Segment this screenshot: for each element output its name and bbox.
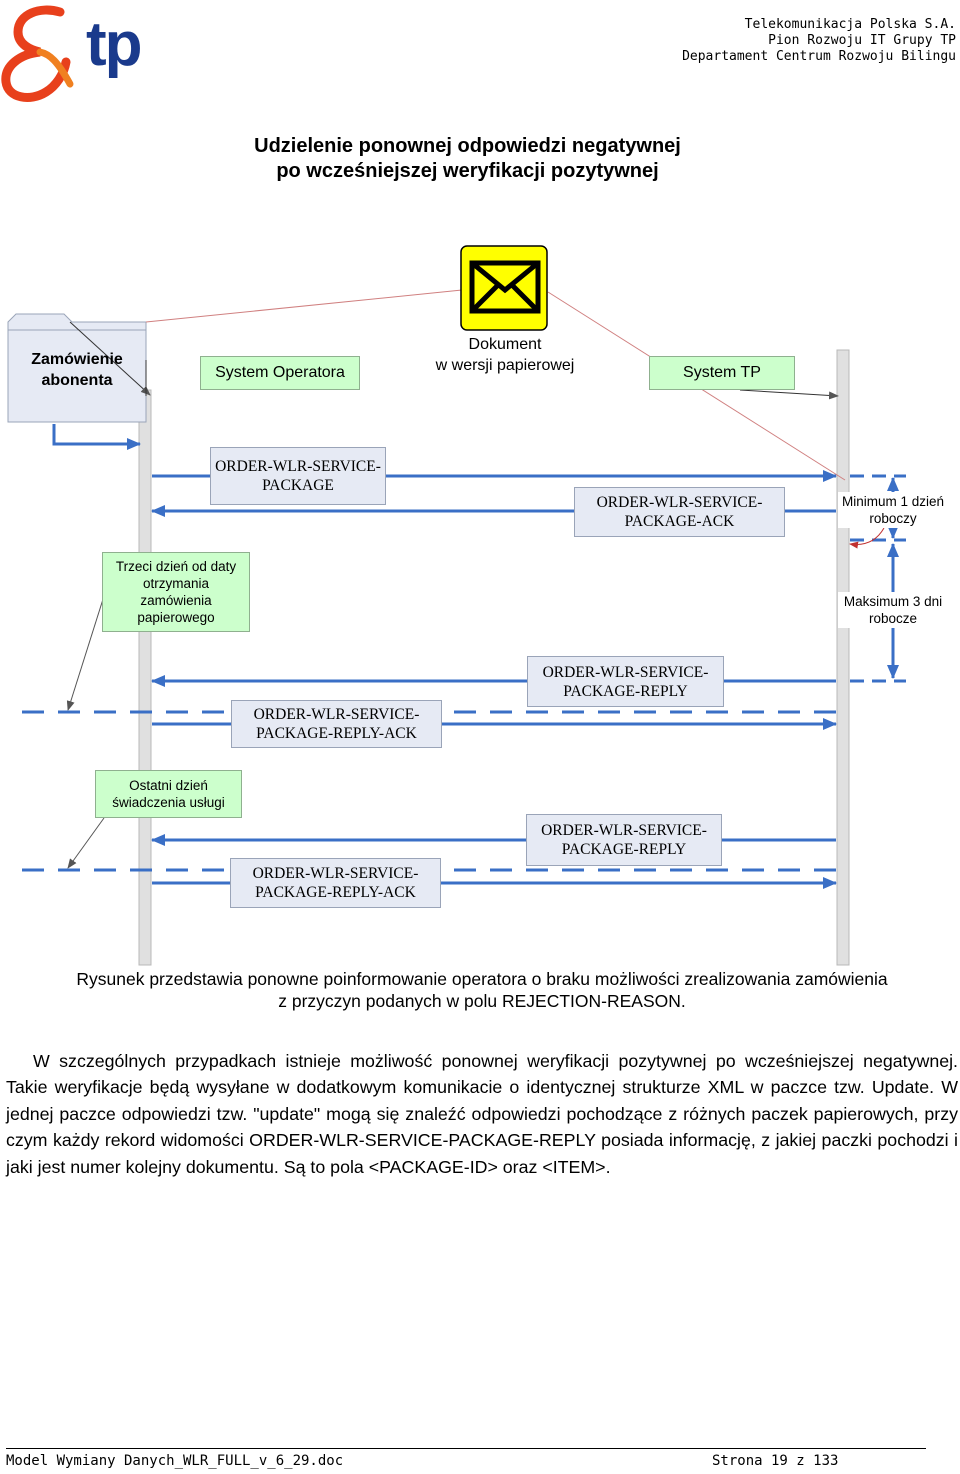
document-line2: w wersji papierowej	[435, 357, 575, 374]
note-minimum: Minimum 1 dzień roboczy	[838, 492, 948, 528]
msg-reply-1-line2: PACKAGE-REPLY	[563, 682, 688, 700]
figure-caption-line1: Rysunek przedstawia ponowne poinformowan…	[76, 969, 888, 989]
msg-package-line1: ORDER-WLR-SERVICE-	[215, 458, 381, 475]
msg-reply-ack-1-line1: ORDER-WLR-SERVICE-	[253, 706, 420, 723]
note-last-day: Ostatni dzień świadczenia usługi	[95, 770, 242, 818]
logo-text: tp	[86, 10, 143, 79]
msg-package-line2: PACKAGE	[262, 477, 334, 494]
note-third-day-line1: Trzeci dzień od daty	[115, 559, 237, 574]
msg-reply-2-line1: ORDER-WLR-SERVICE-	[541, 822, 707, 839]
system-operatora-box: System Operatora	[200, 356, 360, 390]
msg-package: ORDER-WLR-SERVICE- PACKAGE	[210, 447, 386, 505]
msg-reply-ack-1: ORDER-WLR-SERVICE- PACKAGE-REPLY-ACK	[231, 700, 442, 748]
body-paragraph-text: W szczególnych przypadkach istnieje możl…	[6, 1051, 958, 1177]
msg-package-ack-line1: ORDER-WLR-SERVICE-	[596, 494, 763, 511]
note-third-day: Trzeci dzień od daty otrzymania zamówien…	[102, 552, 250, 632]
msg-reply-ack-2-line2: PACKAGE-REPLY-ACK	[255, 884, 416, 901]
page-title-line1: Udzielenie ponownej odpowiedzi negatywne…	[254, 135, 681, 157]
system-operatora-label: System Operatora	[215, 364, 345, 381]
note-last-day-line2: świadczenia usługi	[112, 795, 225, 810]
header-department: Departament Centrum Rozwoju Bilingu	[682, 49, 956, 64]
note-third-day-line2: otrzymania	[142, 576, 210, 591]
header-company: Telekomunikacja Polska S.A.	[744, 17, 956, 32]
footer-filename: Model Wymiany Danych_WLR_FULL_v_6_29.doc	[6, 1453, 344, 1469]
order-box-line1: Zamówienie	[31, 351, 123, 368]
note-maximum-line2: robocze	[868, 611, 918, 626]
tp-logo: tp	[0, 4, 160, 104]
msg-reply-ack-1-line2: PACKAGE-REPLY-ACK	[256, 725, 417, 742]
order-box: Zamówienie abonenta	[8, 340, 146, 400]
lifeline-operator	[138, 389, 152, 966]
note-maximum: Maksimum 3 dni robocze	[838, 592, 948, 628]
msg-reply-1-line1: ORDER-WLR-SERVICE-	[542, 663, 709, 681]
note-last-day-line1: Ostatni dzień	[129, 778, 208, 793]
footer-rule	[6, 1448, 926, 1449]
document-line1: Dokument	[468, 336, 542, 353]
msg-reply-1: ORDER-WLR-SERVICE- PACKAGE-REPLY	[527, 656, 724, 707]
system-tp-box: System TP	[649, 356, 795, 390]
note-third-day-line4: papierowego	[137, 610, 215, 625]
page-title-line2: po wcześniejszej weryfikacji pozytywnej	[276, 160, 659, 182]
note-minimum-line1: Minimum 1 dzień	[841, 494, 945, 509]
header-division: Pion Rozwoju IT Grupy TP	[768, 33, 956, 48]
lifeline-tp	[836, 349, 850, 966]
msg-reply-2: ORDER-WLR-SERVICE- PACKAGE-REPLY	[526, 814, 722, 866]
order-folder-shape	[7, 313, 147, 423]
sequence-diagram	[7, 245, 906, 966]
document-label: Dokument w wersji papierowej	[420, 334, 590, 376]
note-maximum-line1: Maksimum 3 dni	[843, 594, 943, 609]
figure-caption-line2: z przyczyn podanych w polu REJECTION-REA…	[278, 991, 686, 1011]
system-tp-label: System TP	[683, 364, 761, 381]
note-third-day-line3: zamówienia	[140, 593, 212, 608]
body-paragraph: W szczególnych przypadkach istnieje możl…	[6, 1048, 958, 1180]
msg-package-ack: ORDER-WLR-SERVICE- PACKAGE-ACK	[574, 487, 785, 537]
msg-reply-ack-2-line1: ORDER-WLR-SERVICE-	[252, 865, 419, 882]
order-box-line2: abonenta	[41, 372, 113, 389]
msg-reply-ack-2: ORDER-WLR-SERVICE- PACKAGE-REPLY-ACK	[230, 858, 441, 908]
msg-reply-2-line2: PACKAGE-REPLY	[561, 841, 687, 858]
footer-page-number: Strona 19 z 133	[712, 1453, 839, 1469]
msg-package-ack-line2: PACKAGE-ACK	[624, 513, 735, 530]
note-minimum-line2: roboczy	[869, 511, 917, 526]
